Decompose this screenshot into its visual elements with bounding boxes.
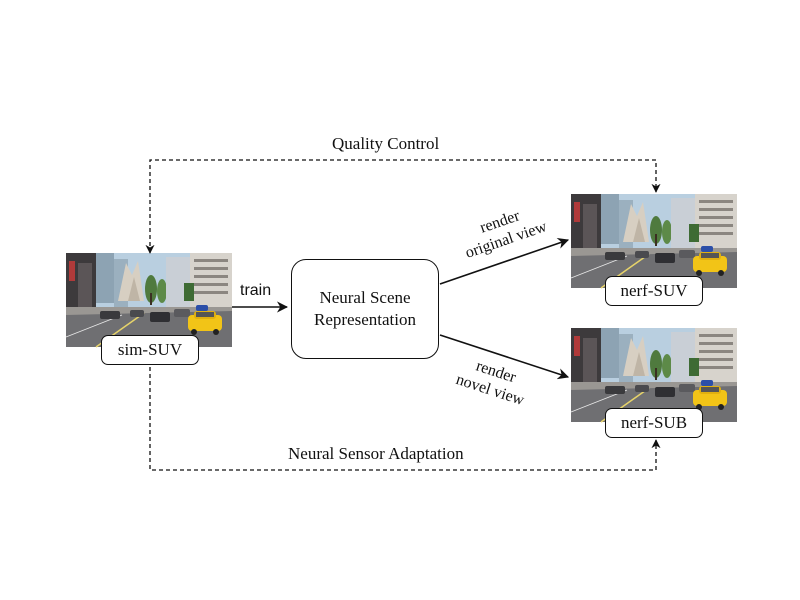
neural-scene-box: Neural Scene Representation bbox=[291, 259, 439, 359]
train-label: train bbox=[240, 282, 272, 299]
sensor-adaptation-arrow bbox=[149, 367, 661, 471]
quality-control-arrow bbox=[145, 159, 661, 254]
sensor-adaptation-label: Neural Sensor Adaptation bbox=[288, 444, 464, 463]
neural-scene-line2: Representation bbox=[314, 310, 416, 329]
sim-suv-image bbox=[65, 252, 233, 348]
render-original-arrow bbox=[439, 237, 570, 285]
neural-scene-line1: Neural Scene bbox=[319, 288, 411, 307]
render-novel-arrow bbox=[439, 334, 570, 380]
sim-suv-caption: sim-SUV bbox=[101, 335, 199, 365]
quality-control-label: Quality Control bbox=[332, 134, 440, 153]
nerf-sub-caption: nerf-SUB bbox=[605, 408, 703, 438]
nerf-suv-caption: nerf-SUV bbox=[605, 276, 703, 306]
nerf-suv-image bbox=[570, 193, 738, 289]
